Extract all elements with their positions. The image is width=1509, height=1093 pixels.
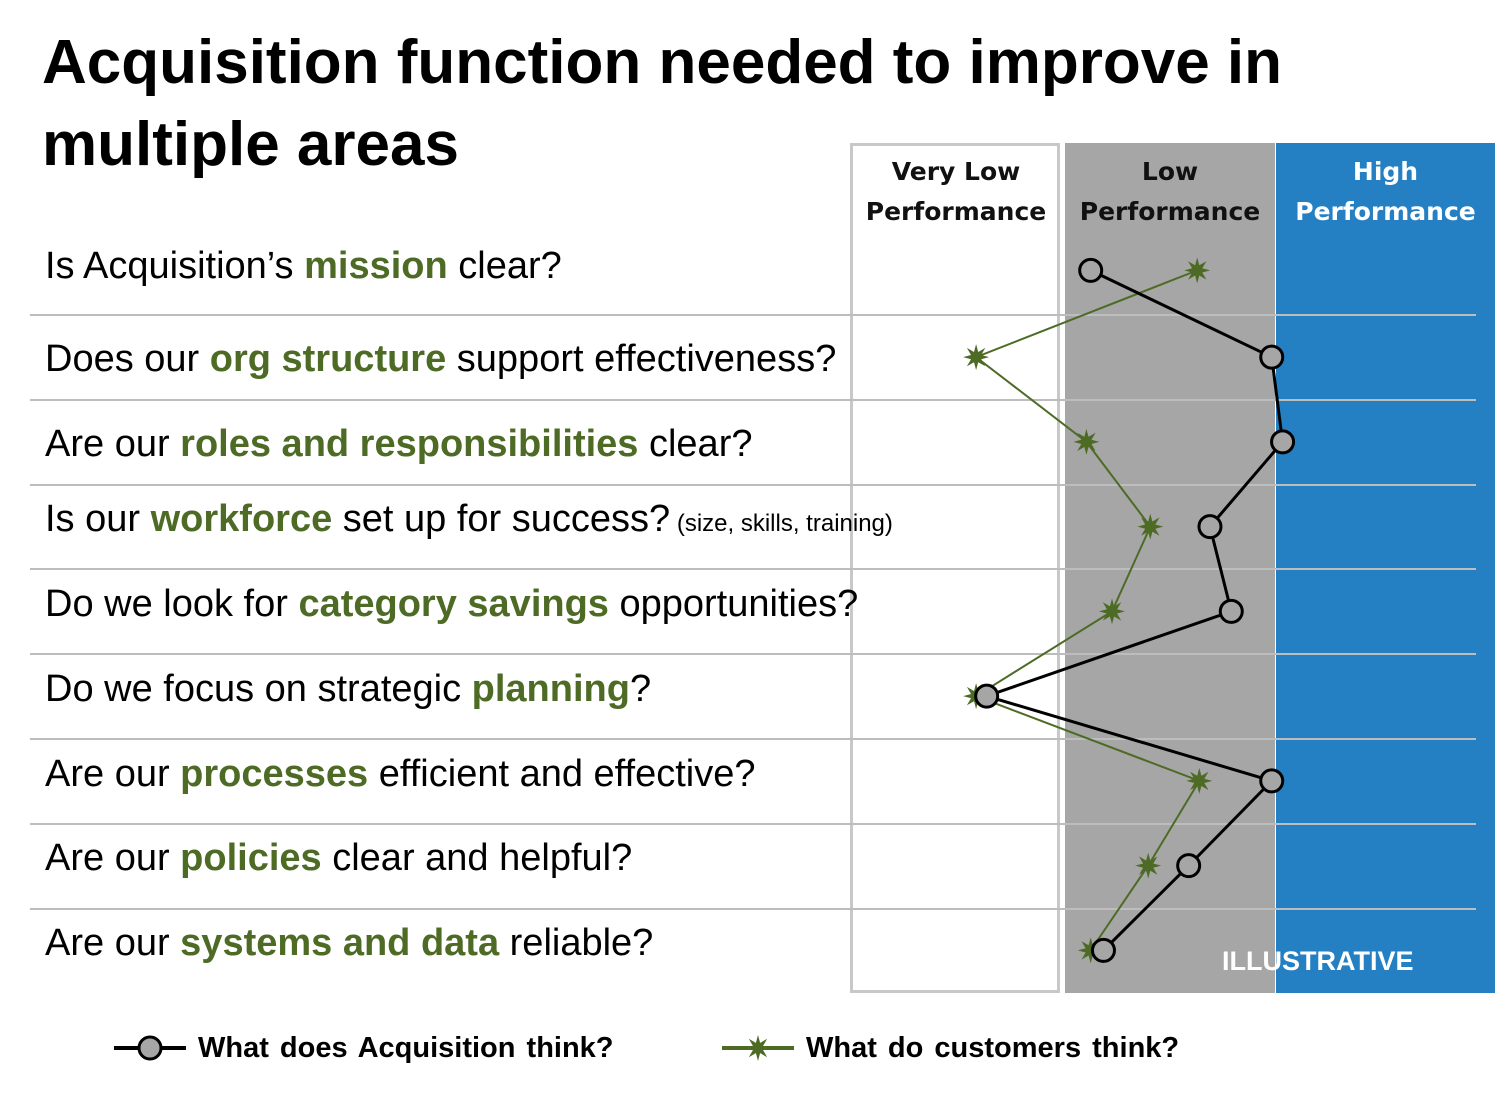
question-row: Are our processes efficient and effectiv… — [45, 751, 756, 797]
band-header-low: Low Performance — [1065, 152, 1275, 242]
question-text: efficient and effective? — [368, 753, 756, 795]
customers-point — [1184, 257, 1211, 284]
row-divider — [30, 908, 1476, 910]
question-text: Is our — [45, 498, 151, 540]
question-text: support effectiveness? — [446, 338, 837, 380]
acquisition-point — [1176, 853, 1202, 879]
row-divider — [30, 568, 1476, 570]
customers-point — [1099, 598, 1125, 625]
question-keyword: workforce — [150, 498, 333, 540]
row-divider — [30, 738, 1476, 740]
legend-acquisition: What does Acquisition think? — [112, 1026, 614, 1070]
question-text: clear and helpful? — [321, 837, 633, 879]
acquisition-point — [1270, 429, 1296, 455]
legend-label: What does Acquisition think? — [198, 1031, 614, 1064]
acquisition-point — [1197, 514, 1223, 540]
question-keyword: policies — [180, 837, 322, 879]
question-text: Does our — [45, 338, 210, 380]
page-title: Acquisition function needed to improve i… — [42, 28, 1283, 179]
question-text: Are our — [45, 922, 181, 964]
question-keyword: roles and responsibilities — [180, 423, 639, 465]
question-keyword: systems and data — [180, 922, 500, 964]
question-row: Do we focus on strategic planning? — [45, 666, 651, 712]
question-keyword: category savings — [298, 583, 609, 625]
band-header-high: High Performance — [1276, 152, 1495, 242]
question-row: Are our policies clear and helpful? — [45, 835, 632, 881]
question-subtext: (size, skills, training) — [670, 510, 893, 537]
question-keyword: org structure — [209, 338, 447, 380]
question-row: Does our org structure support effective… — [45, 336, 836, 382]
question-text: opportunities? — [608, 583, 859, 625]
legend-star-mark — [745, 1035, 771, 1061]
band-header-line2: Performance — [865, 197, 1047, 226]
band-header-line1: Very Low — [891, 157, 1021, 186]
question-keyword: processes — [180, 753, 369, 795]
circle-marker-icon — [114, 1035, 186, 1061]
acquisition-point — [1259, 768, 1285, 794]
customers-point — [1137, 513, 1164, 540]
question-text: Do we look for — [45, 583, 299, 625]
question-text: set up for success? — [332, 498, 671, 540]
question-text: Do we focus on strategic — [45, 668, 472, 710]
question-row: Is Acquisition’s mission clear? — [45, 243, 562, 289]
customers-series-line — [973, 269, 1201, 951]
question-row: Is our workforce set up for success? (si… — [45, 496, 893, 547]
question-text: Are our — [45, 753, 181, 795]
question-keyword: planning — [471, 668, 630, 710]
question-keyword: mission — [304, 245, 448, 287]
customers-point — [1135, 852, 1162, 879]
band-header-line2: Performance — [1295, 197, 1476, 226]
row-divider — [30, 399, 1476, 401]
band-header-line1: High — [1352, 157, 1419, 186]
row-divider — [30, 314, 1476, 316]
acquisition-point — [974, 683, 1000, 709]
acquisition-point — [1259, 344, 1285, 370]
question-text: clear? — [638, 423, 753, 465]
star-marker-icon — [722, 1035, 794, 1061]
acquisition-point — [1090, 937, 1116, 963]
illustrative-stamp: ILLUSTRATIVE — [1222, 946, 1414, 976]
band-header-line2: Performance — [1079, 197, 1261, 226]
customers-point — [1186, 767, 1213, 794]
customers-point — [1073, 428, 1100, 455]
row-divider — [30, 484, 1476, 486]
question-text: Are our — [45, 423, 181, 465]
legend-customers: What do customers think? — [720, 1026, 1179, 1070]
customers-point — [963, 344, 990, 371]
question-row: Are our roles and responsibilities clear… — [45, 421, 752, 467]
band-header-very-low: Very Low Performance — [852, 152, 1060, 242]
question-text: clear? — [447, 245, 562, 287]
band-header-line1: Low — [1141, 157, 1199, 186]
legend-label: What do customers think? — [806, 1031, 1180, 1064]
acquisition-point — [1078, 257, 1104, 283]
question-text: reliable? — [499, 922, 654, 964]
question-text: Are our — [45, 837, 181, 879]
question-row: Are our systems and data reliable? — [45, 920, 653, 966]
question-text: Is Acquisition’s — [45, 245, 305, 287]
question-row: Do we look for category savings opportun… — [45, 581, 858, 627]
row-divider — [30, 653, 1476, 655]
acquisition-point — [1218, 598, 1244, 624]
question-text: ? — [629, 668, 652, 710]
row-divider — [30, 823, 1476, 825]
